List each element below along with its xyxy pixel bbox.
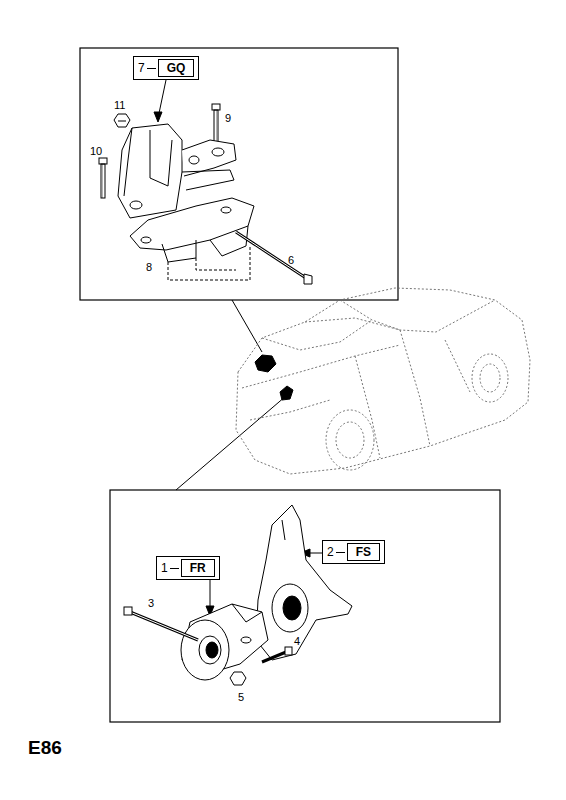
part-code: GQ [158,59,195,77]
callout-number: 10 [90,146,102,157]
callout-number: 1 [161,561,168,575]
dash-line [147,68,156,69]
callout-number: 9 [225,113,231,124]
dash-line [170,568,179,569]
part-code: FR [181,559,215,577]
callout-number: 11 [114,100,125,111]
callout-number: 8 [146,262,152,273]
callout-number: 4 [294,636,300,647]
part-code: FS [347,543,380,561]
callout-number: 6 [288,255,294,266]
callout-number: 3 [148,598,154,609]
dash-line [336,552,345,553]
callout-box: 7 GQ [133,56,199,80]
page-code: E86 [28,738,62,757]
callout-box: 1 FR [156,556,220,580]
callout-box: 2 FS [322,540,385,564]
callout-number: 7 [138,61,145,75]
callout-number: 5 [238,692,244,703]
callout-number: 2 [327,545,334,559]
